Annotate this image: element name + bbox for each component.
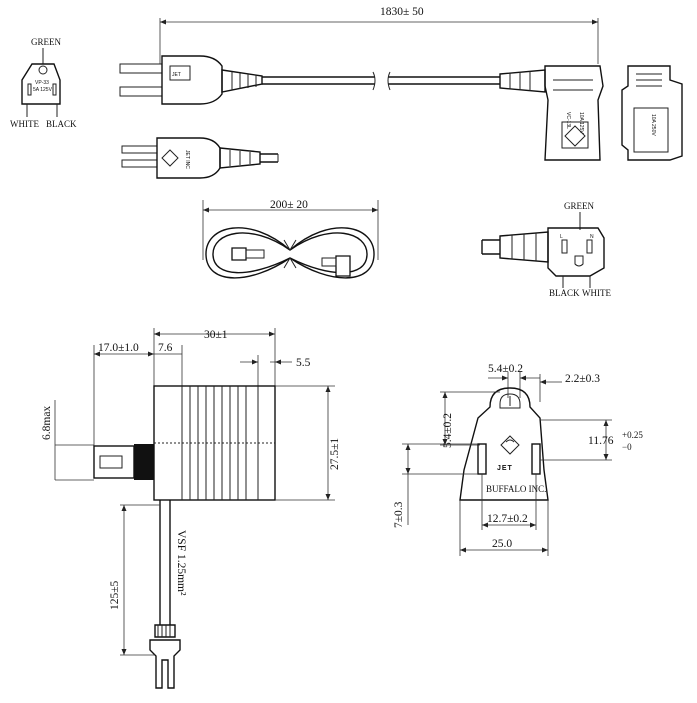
blade-spacing-text: 12.7±0.2 bbox=[487, 513, 528, 525]
total-length-text: 1830± 50 bbox=[380, 6, 424, 18]
plug-detail-side-view: 30±1 17.0±1.0 7.6 5.5 6.8max bbox=[41, 328, 341, 689]
plug-face-green-label: GREEN bbox=[31, 37, 61, 47]
blade-span-tol-lower-text: −0 bbox=[622, 442, 632, 452]
ground-lead-length-text: 125±5 bbox=[109, 580, 121, 610]
blade-thickness-text: 6.8max bbox=[41, 406, 53, 440]
connector-face-view: GREEN L N BLACK WHITE bbox=[481, 201, 611, 298]
svg-text:JET INC: JET INC bbox=[184, 150, 190, 169]
svg-text:5A 125V: 5A 125V bbox=[33, 87, 53, 93]
svg-text:N: N bbox=[590, 234, 594, 240]
wire-spec-text: VSF 1.25mm² bbox=[175, 530, 187, 596]
grip-offset-text: 7.6 bbox=[158, 342, 173, 354]
face-width-text: 25.0 bbox=[492, 538, 512, 550]
ground-pin-height-text: 5.4±0.2 bbox=[442, 413, 454, 448]
svg-text:JET: JET bbox=[172, 72, 181, 78]
blade-length-text: 17.0±1.0 bbox=[98, 342, 139, 354]
svg-text:VC-13L: VC-13L bbox=[565, 112, 571, 129]
plug-face-view: GREEN VP-33 5A 125V WHITE BLACK bbox=[10, 37, 77, 129]
plug-body-length-text: 30±1 bbox=[204, 329, 228, 341]
svg-text:VP-33: VP-33 bbox=[35, 80, 49, 86]
plug-face-black-label: BLACK bbox=[46, 119, 77, 129]
blade-span-text: 11.76 bbox=[588, 435, 614, 447]
conn-face-black-label: BLACK bbox=[549, 288, 580, 298]
coil-length-text: 200± 20 bbox=[270, 199, 308, 211]
svg-text:10A 250V: 10A 250V bbox=[650, 114, 656, 136]
plug-side-view-2: JET INC bbox=[121, 137, 279, 179]
ground-pin-width-text: 2.2±0.3 bbox=[565, 373, 600, 385]
body-height-text: 27.5±1 bbox=[329, 438, 341, 470]
ground-pin-offset-text: 5.4±0.2 bbox=[488, 363, 523, 375]
blade-span-tol-upper-text: +0.25 bbox=[622, 430, 643, 440]
svg-text:L: L bbox=[560, 234, 563, 240]
plug-detail-face-view: 5.4±0.2 2.2±0.3 5.4±0.2 JET BUFFALO INC.… bbox=[393, 363, 643, 556]
svg-text:10A 125V: 10A 125V bbox=[578, 112, 584, 134]
cord-side-view: JET VC-13L 10A 125V 10A 250V bbox=[119, 55, 683, 161]
rib-width-text: 5.5 bbox=[296, 357, 311, 369]
face-brand-text: JET bbox=[497, 465, 513, 472]
conn-face-white-label: WHITE bbox=[582, 288, 611, 298]
plug-face-white-label: WHITE bbox=[10, 119, 39, 129]
coiled-cord-view: 200± 20 bbox=[202, 199, 379, 279]
total-length-dimension: 1830± 50 bbox=[159, 6, 599, 64]
conn-face-green-label: GREEN bbox=[564, 201, 594, 211]
blade-base-text: 7±0.3 bbox=[393, 501, 405, 528]
face-maker-text: BUFFALO INC. bbox=[486, 484, 546, 494]
